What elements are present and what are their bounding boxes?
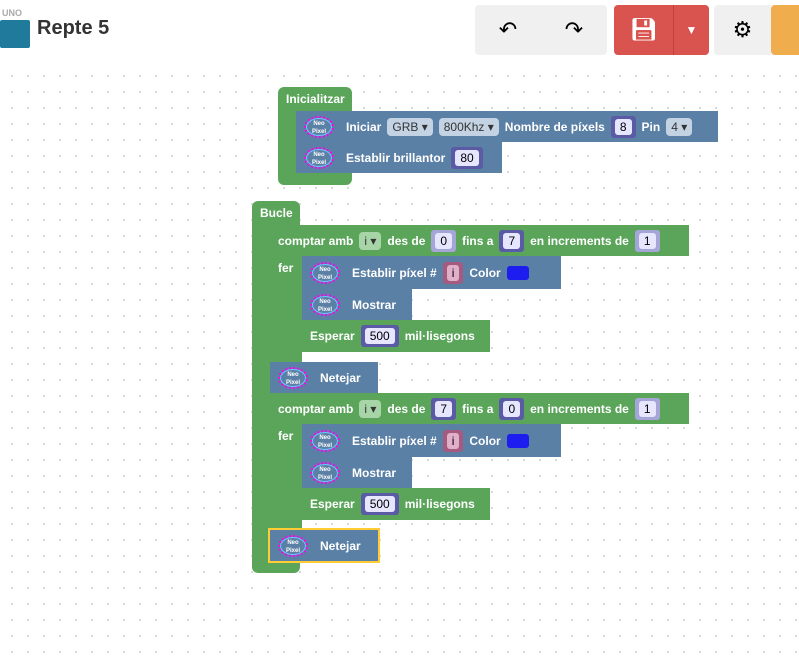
redo-icon: ↷ [564, 17, 584, 42]
chevron-down-icon: ▼ [685, 23, 698, 37]
variable-dropdown[interactable]: i ▾ [359, 231, 382, 250]
to-input[interactable]: 0 [499, 397, 525, 420]
from-input[interactable]: 7 [431, 397, 457, 420]
pixel-index-variable[interactable]: i [442, 261, 464, 284]
project-title: Repte 5 [37, 17, 110, 39]
upload-button[interactable] [771, 5, 799, 55]
arduino-board-icon [0, 20, 30, 48]
board-logo[interactable]: UNO [0, 8, 32, 50]
save-group: 💾︎ ▼ [614, 5, 709, 55]
undo-icon: ↶ [498, 17, 518, 42]
brightness-input[interactable]: 80 [451, 146, 483, 169]
step-input[interactable]: 1 [634, 397, 660, 420]
save-button[interactable]: 💾︎ [614, 5, 673, 55]
color-swatch[interactable] [506, 433, 529, 448]
from-input[interactable]: 0 [431, 229, 457, 252]
for-loop-body: fer [270, 424, 302, 530]
redo-button[interactable]: ↷ [541, 5, 607, 55]
save-icon: 💾︎ [629, 17, 658, 42]
pixel-count-input[interactable]: 8 [610, 115, 636, 138]
undo-button[interactable]: ↶ [475, 5, 541, 55]
gear-icon: ⚙ [732, 17, 753, 42]
variable-dropdown[interactable]: i ▾ [359, 399, 382, 418]
wait-input[interactable]: 500 [360, 325, 399, 347]
to-input[interactable]: 7 [499, 229, 525, 252]
frequency-dropdown[interactable]: 800Khz ▾ [438, 117, 499, 136]
settings-button[interactable]: ⚙ [714, 5, 771, 55]
color-swatch[interactable] [506, 265, 529, 280]
wait-input[interactable]: 500 [360, 493, 399, 515]
step-input[interactable]: 1 [634, 229, 660, 252]
for-loop-body: fer [270, 256, 302, 362]
save-options-button[interactable]: ▼ [673, 5, 709, 55]
color-order-dropdown[interactable]: GRB ▾ [387, 117, 433, 136]
pixel-index-variable[interactable]: i [442, 429, 464, 452]
pin-dropdown[interactable]: 4 ▾ [666, 117, 693, 136]
history-group: ↶ ↷ [475, 5, 607, 55]
header: UNO Repte 5 ↶ ↷ 💾︎ ▼ ⚙ [0, 0, 799, 62]
